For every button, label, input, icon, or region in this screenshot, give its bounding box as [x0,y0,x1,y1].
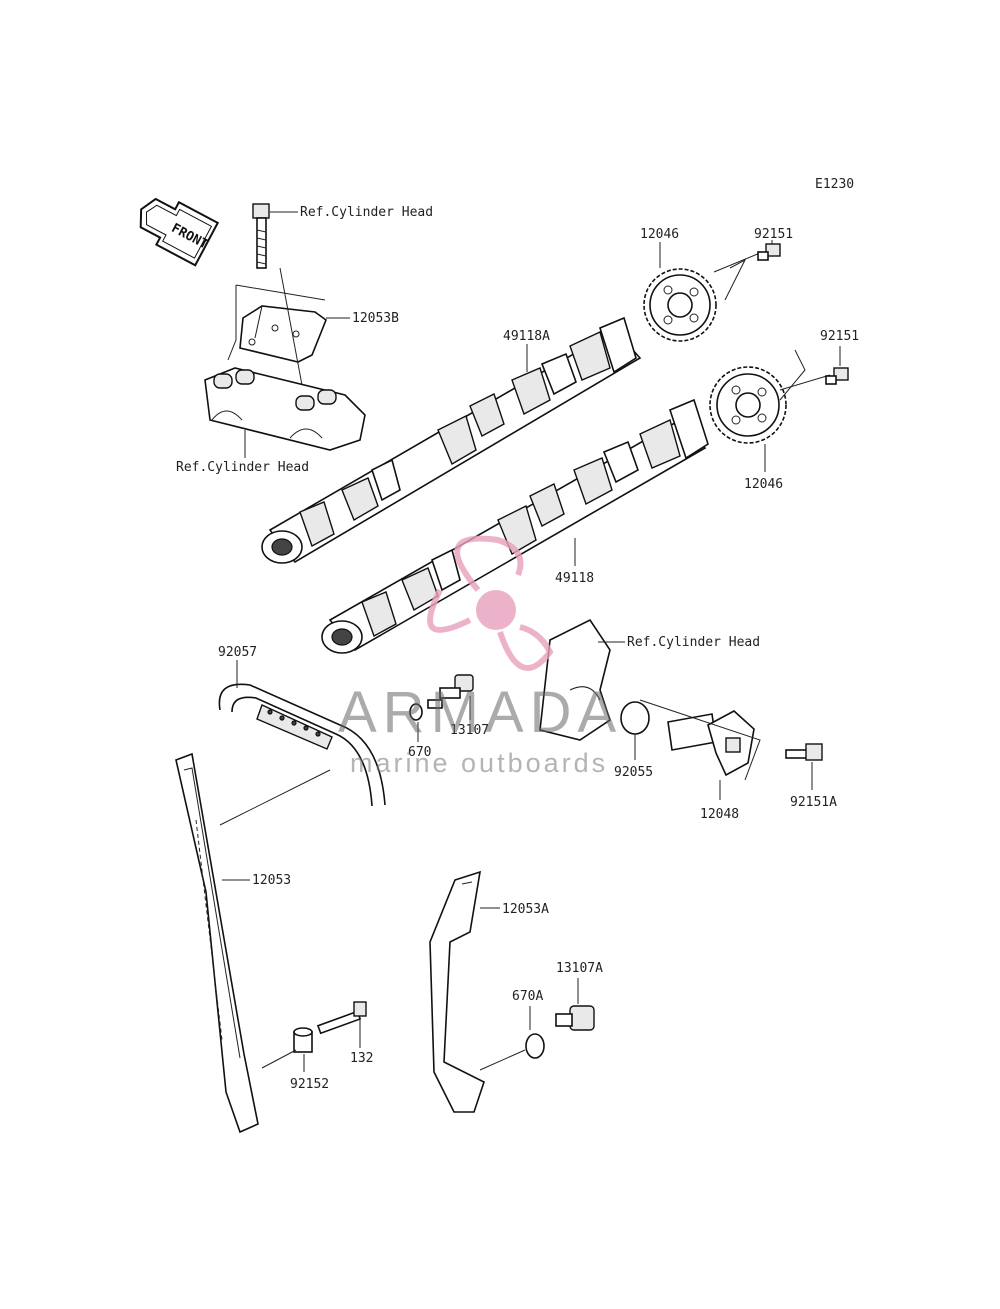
label-92151A: 92151A [790,795,837,810]
o-ring-670A [525,1033,545,1059]
camshaft-49118 [321,398,709,654]
label-92055: 92055 [614,765,653,780]
label-132: 132 [350,1051,373,1066]
camshaft-49118A [261,316,642,564]
bolt-92151-upper [757,243,781,261]
timing-chain-92057 [218,683,386,807]
guide-bolt-13107A [555,1005,595,1031]
chain-guide-12053A [429,870,485,1113]
label-670: 670 [408,745,431,760]
label-92151-upper: 92151 [754,227,793,242]
label-12053B: 12053B [352,311,399,326]
tensioner-12048 [667,710,755,777]
bolt-cylinder-head [252,203,270,269]
label-ref-cylinder-head-left: Ref.Cylinder Head [176,460,309,475]
label-12053: 12053 [252,873,291,888]
label-92152: 92152 [290,1077,329,1092]
label-49118: 49118 [555,571,594,586]
label-92151-mid: 92151 [820,329,859,344]
sprocket-12046-lower [709,366,787,444]
label-13107: 13107 [450,723,489,738]
watermark-brand: ARMADA [338,680,622,745]
label-12048: 12048 [700,807,739,822]
label-ref-cylinder-head-right: Ref.Cylinder Head [627,635,760,650]
bolt-92151A [785,743,823,761]
label-49118A: 49118A [503,329,550,344]
guide-bolt-13107 [427,674,474,709]
chain-guide-12053 [175,752,259,1134]
watermark-tagline: marine outboards [350,748,608,778]
label-13107A: 13107A [556,961,603,976]
sprocket-12046-upper [643,268,717,342]
label-12046-lower: 12046 [744,477,783,492]
bolt-92151-mid [825,367,849,385]
label-12046-upper: 12046 [640,227,679,242]
diagram-code: E1230 [815,177,854,192]
collar-92152 [293,1027,313,1053]
o-ring-670 [409,703,423,721]
camshaft-cap [204,367,366,451]
label-12053A: 12053A [502,902,549,917]
label-670A: 670A [512,989,543,1004]
cylinder-head-ref-right [539,618,611,741]
label-92057: 92057 [218,645,257,660]
front-arrow-icon: FRONT [139,197,220,267]
o-ring-92055 [620,701,650,735]
label-ref-cylinder-head-top: Ref.Cylinder Head [300,205,433,220]
bolt-132 [316,1001,367,1035]
bracket-12053B [239,305,327,363]
watermark-logo [427,535,554,671]
